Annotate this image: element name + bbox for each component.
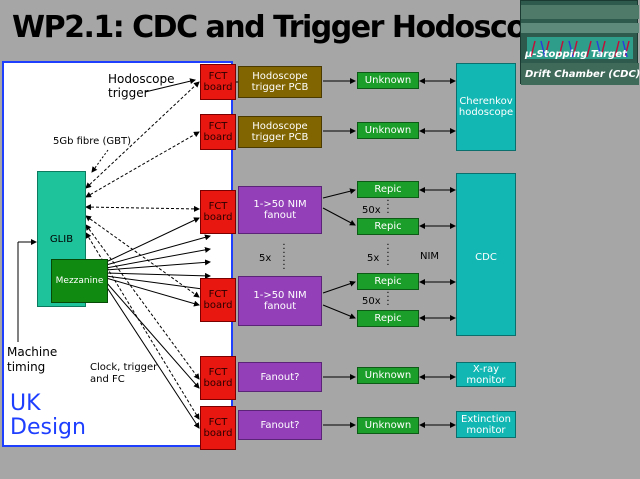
repic-dots-top: ····: [386, 196, 390, 219]
fivex-mid-label: 5x: [367, 253, 380, 264]
cdc-logo: μ-Stopping Target Drift Chamber (CDC): [520, 0, 640, 85]
unknown-box: Unknown: [357, 72, 419, 89]
cdc-logo-graphic: [521, 5, 639, 85]
repic-box: Repic: [357, 181, 419, 198]
mezzanine-board: Mezzanine: [51, 259, 108, 303]
fiftyx-top-label: 50x: [362, 205, 381, 216]
logo-line2: Drift Chamber (CDC): [525, 69, 640, 80]
repic-dots-bottom: ····: [386, 288, 390, 311]
mezzanine-label: Mezzanine: [55, 275, 104, 286]
unknown-box: Unknown: [357, 367, 419, 384]
unknown-box: Unknown: [357, 122, 419, 139]
repic-box: Repic: [357, 310, 419, 327]
fanout-box: Fanout?: [238, 410, 322, 440]
unknown-box: Unknown: [357, 417, 419, 434]
repic-dots-mid: ······: [386, 240, 390, 271]
logo-line1: μ-Stopping Target: [525, 49, 627, 60]
slide-title: WP2.1: CDC and Trigger Hodoscopes: [12, 10, 582, 45]
repic-box: Repic: [357, 218, 419, 235]
repic-box: Repic: [357, 273, 419, 290]
cdc-detector: CDC: [456, 173, 516, 336]
glib-label: GLIB: [49, 233, 74, 245]
fivex-left-label: 5x: [259, 253, 272, 264]
nim-label: NIM: [420, 251, 440, 262]
fibre-label: 5Gb fibre (GBT): [53, 136, 132, 147]
fanout-box: Fanout?: [238, 362, 322, 392]
fiftyx-bottom-label: 50x: [362, 296, 381, 307]
fanout-dots: ·······: [282, 240, 286, 275]
